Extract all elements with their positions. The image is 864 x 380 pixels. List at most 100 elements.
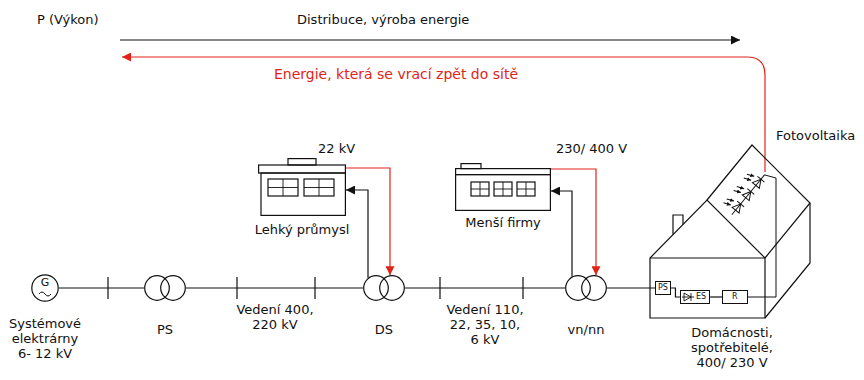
light-arrow [727, 197, 734, 204]
building-body [456, 175, 551, 211]
window-bars [268, 179, 298, 196]
text-slot: vn/nn [536, 322, 636, 337]
generator-circle: GSystémové elektrárny 6- 12 kV [31, 274, 59, 302]
feed-in-arrow [346, 168, 390, 275]
transformer-label: PS [115, 322, 215, 337]
transformer-label: DS [334, 322, 434, 337]
roof-tab [288, 159, 316, 165]
house-wire [710, 296, 722, 297]
feed-in-arrow [551, 169, 596, 275]
power-line [607, 287, 655, 288]
light-arrow [734, 188, 741, 195]
generator-letter: G [31, 276, 59, 289]
light-arrow [744, 176, 751, 183]
text-slot: DS [334, 322, 434, 337]
storage-box: ES [680, 290, 710, 304]
window [517, 182, 535, 196]
power-line [59, 287, 144, 288]
transformer-winding [161, 276, 186, 301]
pv-diode [742, 189, 754, 201]
text-slot: Vedení 400, 220 kV [234, 302, 316, 332]
transformer-symbol: DS [363, 275, 405, 301]
house-front [650, 200, 765, 318]
transformer-symbol: PS [144, 275, 186, 301]
text-slot: Distribuce, výroba energie [297, 12, 469, 27]
power-flow-arrow [120, 39, 740, 40]
generator-outline [32, 275, 58, 301]
transformer-symbol: vn/nn [565, 275, 607, 301]
box-label: PS [658, 283, 668, 293]
text-slot: Fotovoltaika [776, 128, 855, 143]
text-slot: PS [115, 322, 215, 337]
node-outline [645, 120, 820, 322]
text-slot: 230/ 400 V [556, 141, 627, 156]
pv-diode [752, 176, 764, 188]
pv-wire [747, 175, 776, 297]
line-voltage-label: Vedení 110, 22, 35, 10, 6 kV [444, 302, 526, 347]
node-outline [455, 163, 551, 211]
light-arrow [747, 172, 754, 179]
node-outline [363, 275, 405, 301]
building-body [261, 173, 345, 215]
transformer-winding [582, 276, 607, 301]
window-bars [517, 182, 535, 196]
node-outline [565, 275, 607, 301]
text-slot: Menší firmy [445, 215, 561, 230]
transformer-winding [566, 276, 591, 301]
diode-symbol [682, 293, 694, 301]
voltage-label: 22 kV [318, 141, 355, 156]
transformer-label: vn/nn [536, 322, 636, 337]
flow-label: Distribuce, výroba energie [297, 12, 469, 27]
transformer-winding [380, 276, 405, 301]
pv-diode [732, 201, 744, 213]
consumer-label: Domácnosti, spotřebitelé, 400/ 230 V [682, 325, 782, 370]
office-building: Menší firmy [455, 163, 551, 211]
ac-tilde [39, 292, 51, 296]
house-wire [671, 288, 680, 297]
house-roof [707, 145, 810, 258]
power-line [405, 287, 565, 288]
voltage-label: 230/ 400 V [556, 141, 627, 156]
window [471, 182, 489, 196]
text-slot: Vedení 110, 22, 35, 10, 6 kV [444, 302, 526, 347]
text-slot: P (Výkon) [37, 12, 99, 27]
house-wall-top [650, 257, 765, 258]
node-outline [258, 158, 346, 216]
light-arrow [737, 184, 744, 191]
roof-tab [461, 164, 481, 169]
text-slot: Lehký průmysl [248, 222, 356, 237]
service-box: PS [655, 281, 671, 295]
text-slot: Domácnosti, spotřebitelé, 400/ 230 V [682, 325, 782, 370]
axis-label: P (Výkon) [37, 12, 99, 27]
plant-label: Systémové elektrárny 6- 12 kV [6, 316, 84, 361]
text-slot: Systémové elektrárny 6- 12 kV [6, 316, 84, 361]
return-flow-arrow [122, 57, 765, 172]
switchboard-box: R [722, 290, 748, 304]
window [268, 179, 298, 196]
box-label: ES [696, 292, 706, 302]
window-bars [304, 179, 334, 196]
light-arrow [723, 201, 730, 208]
text-slot: 22 kV [318, 141, 355, 156]
roof-slab [259, 165, 346, 173]
text-slot: Energie, která se vrací zpět do sítě [220, 66, 572, 82]
consumer-label: Menší firmy [445, 215, 561, 230]
window [304, 179, 334, 196]
pv-string [732, 175, 765, 215]
window-bars [471, 182, 489, 196]
line-voltage-label: Vedení 400, 220 kV [234, 302, 316, 332]
roof-band [456, 169, 551, 175]
connector-group [59, 168, 722, 297]
window-bars [494, 182, 512, 196]
return-flow-label: Energie, která se vrací zpět do sítě [220, 66, 572, 82]
node-outline [144, 275, 186, 301]
text-slot: G [31, 276, 59, 289]
house-chimney [673, 215, 683, 235]
window [494, 182, 512, 196]
consumer-label: Lehký průmysl [248, 222, 356, 237]
power-line [186, 287, 363, 288]
house-outline: Domácnosti, spotřebitelé, 400/ 230 VPSES… [645, 120, 820, 322]
transformer-winding [145, 276, 170, 301]
